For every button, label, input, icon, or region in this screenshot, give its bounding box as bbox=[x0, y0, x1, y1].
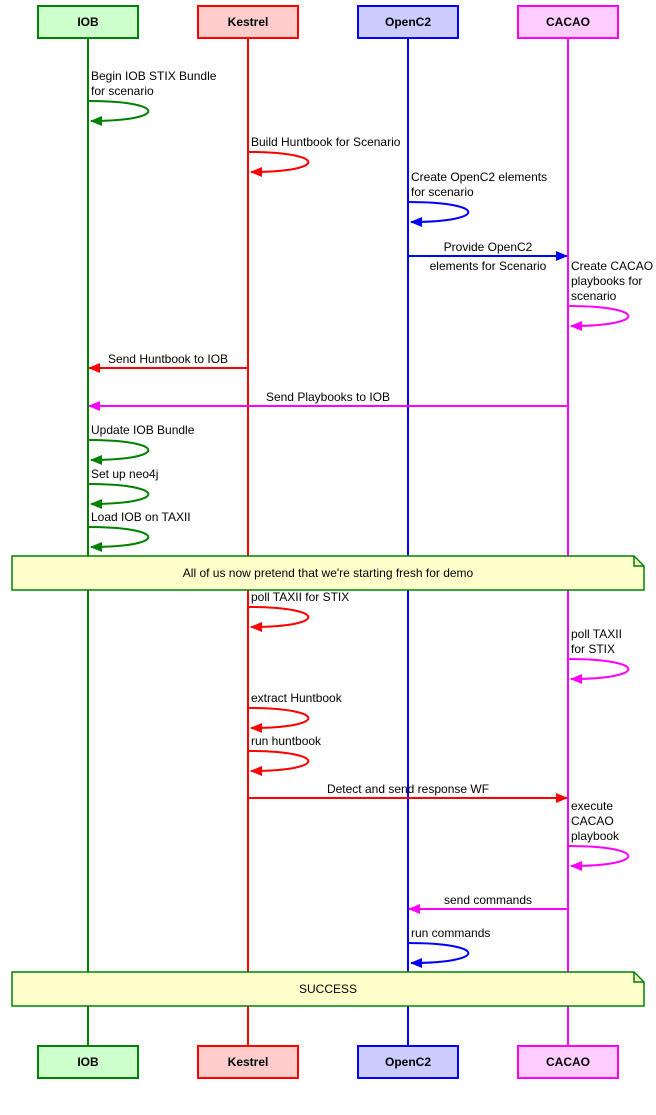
message-label: playbook bbox=[571, 829, 620, 843]
actor-box bbox=[517, 1045, 619, 1079]
message-label: poll TAXII bbox=[571, 627, 622, 641]
message-label: run huntbook bbox=[251, 734, 322, 748]
message-label: for STIX bbox=[571, 642, 615, 656]
self-message-arrow bbox=[247, 750, 310, 776]
actor-label: Kestrel bbox=[228, 15, 269, 29]
self-message-extract-huntbook: extract Huntbook bbox=[247, 691, 343, 733]
note-fold bbox=[633, 972, 644, 983]
note-all-of-us-now-pretend-that-we-re-startin: All of us now pretend that we're startin… bbox=[11, 555, 645, 591]
message-label: Provide OpenC2 bbox=[444, 240, 533, 254]
self-message-arrow bbox=[567, 658, 630, 684]
self-message-arrow bbox=[87, 526, 150, 552]
self-message-arrow bbox=[87, 439, 150, 465]
message-label: Set up neo4j bbox=[91, 467, 158, 481]
message-send-commands: send commands bbox=[408, 893, 568, 914]
message-label: for scenario bbox=[91, 84, 154, 98]
actor-label: CACAO bbox=[546, 15, 590, 29]
message-label: Update IOB Bundle bbox=[91, 423, 195, 437]
actor-iob-bottom: IOB bbox=[37, 1045, 139, 1079]
actor-openc2-top: OpenC2 bbox=[357, 5, 459, 39]
message-label: run commands bbox=[411, 926, 490, 940]
actor-label: IOB bbox=[77, 1055, 99, 1069]
self-message-poll-taxii-for-stix: poll TAXII for STIX bbox=[247, 590, 349, 632]
self-message-arrow bbox=[247, 707, 310, 733]
self-message-arrow bbox=[567, 845, 630, 871]
self-message-arrow bbox=[87, 483, 150, 509]
actor-cacao-bottom: CACAO bbox=[517, 1045, 619, 1079]
message-label: for scenario bbox=[411, 185, 474, 199]
note-box bbox=[11, 971, 645, 1007]
self-message-arrow bbox=[247, 151, 310, 177]
actor-kestrel-top: Kestrel bbox=[197, 5, 299, 39]
self-message-set-up-neo4j: Set up neo4j bbox=[87, 467, 158, 509]
self-message-update-iob-bundle: Update IOB Bundle bbox=[87, 423, 195, 465]
actor-box bbox=[197, 5, 299, 39]
actor-label: OpenC2 bbox=[385, 15, 431, 29]
actor-box bbox=[197, 1045, 299, 1079]
message-label: execute bbox=[571, 799, 613, 813]
self-message-load-iob-on-taxii: Load IOB on TAXII bbox=[87, 510, 191, 552]
note-text: All of us now pretend that we're startin… bbox=[183, 566, 474, 580]
actor-label: CACAO bbox=[546, 1055, 590, 1069]
note-fold bbox=[633, 556, 644, 567]
message-label: send commands bbox=[444, 893, 532, 907]
message-label: Load IOB on TAXII bbox=[91, 510, 191, 524]
message-label: Send Playbooks to IOB bbox=[266, 390, 390, 404]
message-label: poll TAXII for STIX bbox=[251, 590, 349, 604]
message-send-playbooks-to-iob: Send Playbooks to IOB bbox=[88, 390, 568, 411]
message-provide-openc2-elements-for-scenario: Provide OpenC2 elements for Scenario bbox=[408, 240, 568, 273]
message-label: elements for Scenario bbox=[430, 259, 547, 273]
message-label: Build Huntbook for Scenario bbox=[251, 135, 401, 149]
note-box bbox=[11, 555, 645, 591]
message-label: playbooks for bbox=[571, 274, 642, 288]
actor-cacao-top: CACAO bbox=[517, 5, 619, 39]
message-label: extract Huntbook bbox=[251, 691, 343, 705]
message-send-huntbook-to-iob: Send Huntbook to IOB bbox=[88, 352, 248, 373]
actor-box bbox=[37, 1045, 139, 1079]
message-label: scenario bbox=[571, 289, 617, 303]
message-detect-and-send-response-wf: Detect and send response WF bbox=[248, 782, 568, 803]
self-message-run-commands: run commands bbox=[407, 926, 490, 968]
self-message-arrow bbox=[407, 201, 470, 227]
message-label: Send Huntbook to IOB bbox=[108, 352, 228, 366]
note-success: SUCCESS bbox=[11, 971, 645, 1007]
actor-box bbox=[357, 5, 459, 39]
message-label: Create CACAO bbox=[571, 259, 653, 273]
message-label: CACAO bbox=[571, 814, 614, 828]
self-message-build-huntbook-for-scenario: Build Huntbook for Scenario bbox=[247, 135, 401, 177]
note-text: SUCCESS bbox=[299, 982, 357, 996]
actor-openc2-bottom: OpenC2 bbox=[357, 1045, 459, 1079]
self-message-arrow bbox=[87, 100, 150, 126]
message-label: Begin IOB STIX Bundle bbox=[91, 69, 217, 83]
message-label: Create OpenC2 elements bbox=[411, 170, 547, 184]
self-message-arrow bbox=[567, 305, 630, 331]
actor-label: OpenC2 bbox=[385, 1055, 431, 1069]
actor-iob-top: IOB bbox=[37, 5, 139, 39]
actor-label: Kestrel bbox=[228, 1055, 269, 1069]
actor-label: IOB bbox=[77, 15, 99, 29]
message-label: Detect and send response WF bbox=[327, 782, 489, 796]
actor-box bbox=[517, 5, 619, 39]
actor-kestrel-bottom: Kestrel bbox=[197, 1045, 299, 1079]
actor-box bbox=[357, 1045, 459, 1079]
actor-box bbox=[37, 5, 139, 39]
self-message-arrow bbox=[407, 942, 470, 968]
self-message-arrow bbox=[247, 606, 310, 632]
self-message-run-huntbook: run huntbook bbox=[247, 734, 322, 776]
